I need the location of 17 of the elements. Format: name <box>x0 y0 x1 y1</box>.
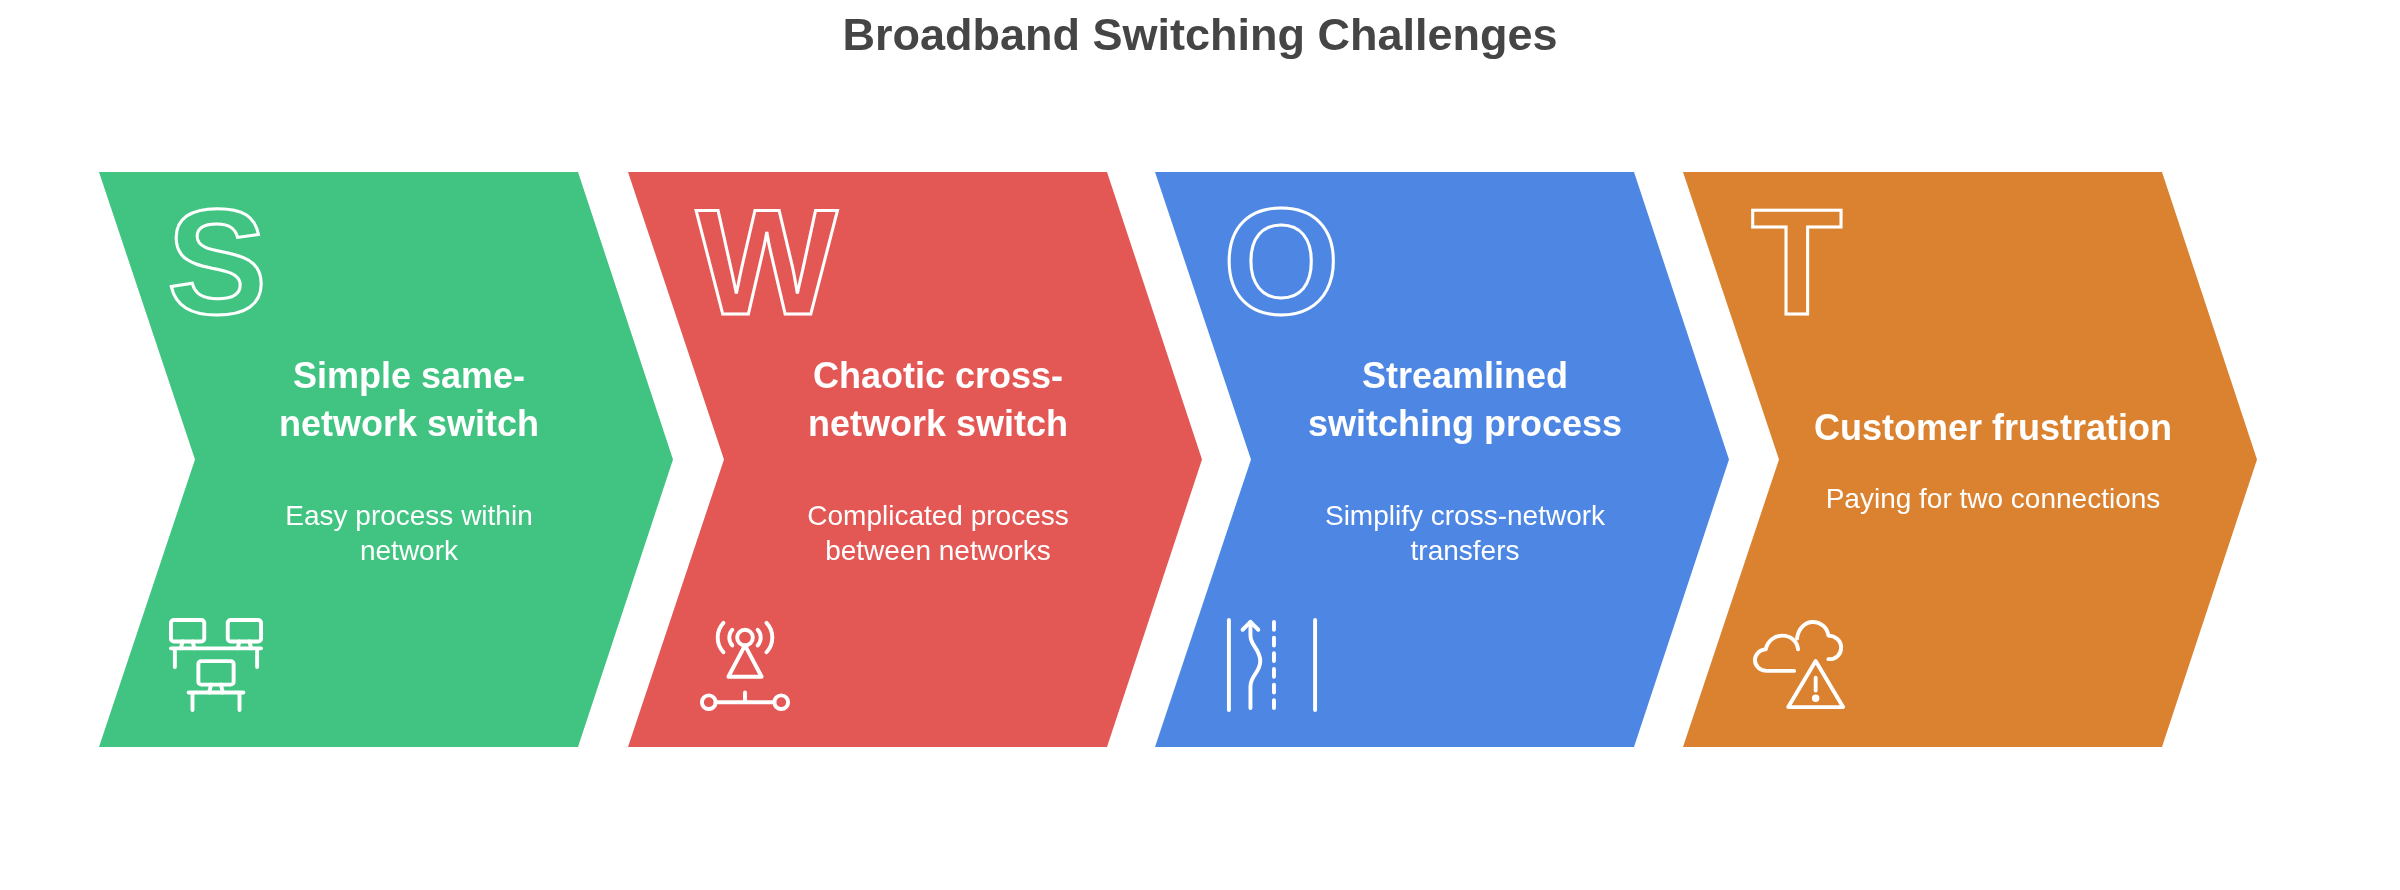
chevron-step <box>1155 172 1729 747</box>
chevron-step <box>628 172 1202 747</box>
step-heading: Streamlined switching process <box>1306 353 1624 446</box>
step-description: Complicated process between networks <box>806 498 1070 568</box>
step-heading: Simple same-network switch <box>277 353 541 446</box>
step-letter: O <box>1223 202 1340 322</box>
chevron-step <box>99 172 673 747</box>
step-description: Simplify cross-network transfers <box>1323 498 1607 568</box>
step-heading: Chaotic cross-network switch <box>806 353 1070 446</box>
diagram-title: Broadband Switching Challenges <box>842 9 1558 61</box>
chevron-step <box>1683 172 2257 747</box>
step-description: Easy process within network <box>284 498 534 568</box>
step-letter: S <box>167 202 268 322</box>
step-letter: W <box>696 202 838 322</box>
step-heading: Customer frustration <box>1814 405 2172 450</box>
step-description: Paying for two connections <box>1825 481 2161 516</box>
step-letter: T <box>1751 202 1843 322</box>
